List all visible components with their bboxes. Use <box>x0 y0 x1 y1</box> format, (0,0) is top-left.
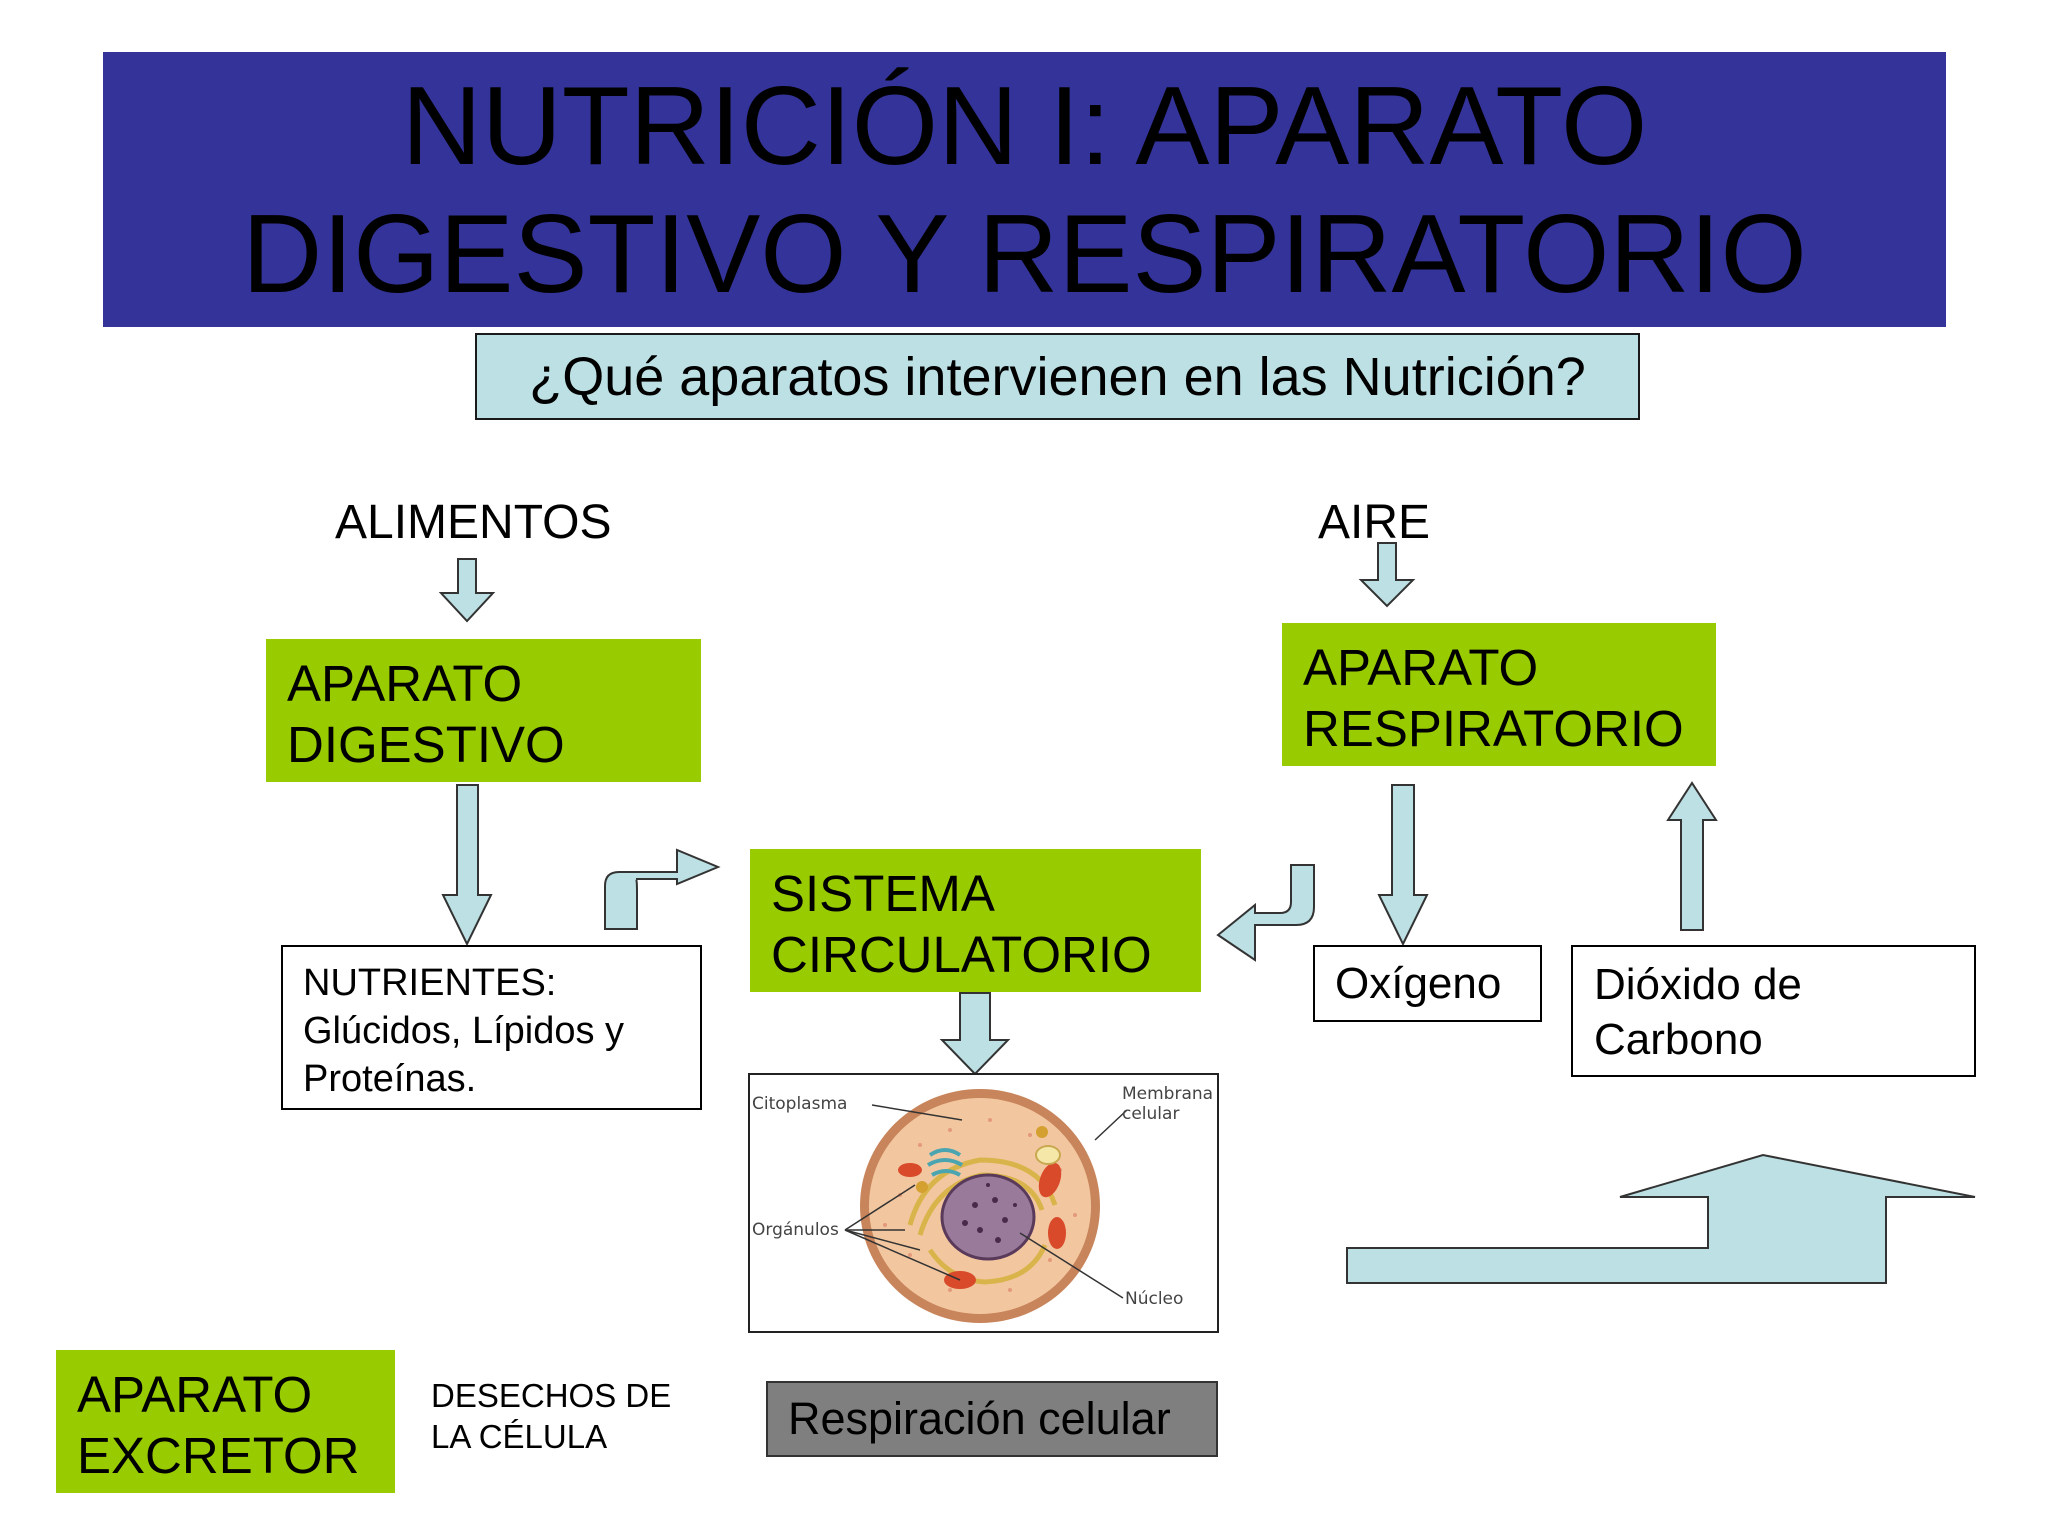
cell-diagram: Citoplasma Membrana celular Orgánulos Nú… <box>748 1073 1219 1333</box>
arrow-oxygen-to-circulatory <box>1218 865 1314 960</box>
excretory-line-1: APARATO <box>77 1364 395 1425</box>
nutrients-line-1: NUTRIENTES: <box>303 959 700 1007</box>
arrow-co2-to-respiratory <box>1668 783 1716 930</box>
circulatory-system-box: SISTEMA CIRCULATORIO <box>750 849 1201 992</box>
digestive-system-box: APARATO DIGESTIVO <box>266 639 701 782</box>
label-membrane-1: Membrana <box>1122 1084 1213 1104</box>
arrow-nutrients-to-circulatory <box>605 850 718 929</box>
excretory-line-2: EXCRETOR <box>77 1425 395 1486</box>
label-cytoplasm: Citoplasma <box>752 1094 847 1114</box>
waste-line-1: DESECHOS DE <box>431 1375 671 1416</box>
oxygen-box: Oxígeno <box>1313 945 1542 1022</box>
label-organelles: Orgánulos <box>752 1220 839 1240</box>
arrow-circulatory-to-cell <box>942 993 1008 1074</box>
cellular-respiration-box: Respiración celular <box>766 1381 1218 1457</box>
excretory-system-box: APARATO EXCRETOR <box>56 1350 395 1493</box>
arrow-food-to-digestive <box>441 559 493 621</box>
digestive-line-1: APARATO <box>287 653 701 714</box>
cell-nucleus <box>942 1175 1034 1259</box>
arrow-digestive-to-nutrients <box>443 785 491 944</box>
respiratory-line-1: APARATO <box>1303 637 1716 698</box>
mitochondrion <box>1048 1217 1066 1249</box>
co2-line-2: Carbono <box>1594 1012 1974 1067</box>
cell-illustration: Citoplasma Membrana celular Orgánulos Nú… <box>750 1075 1217 1331</box>
respiratory-system-box: APARATO RESPIRATORIO <box>1282 623 1716 766</box>
co2-box: Dióxido de Carbono <box>1571 945 1976 1077</box>
arrow-air-to-respiratory <box>1361 543 1413 606</box>
nutrients-box: NUTRIENTES: Glúcidos, Lípidos y Proteína… <box>281 945 702 1110</box>
respiratory-line-2: RESPIRATORIO <box>1303 698 1716 759</box>
label-nucleus: Núcleo <box>1125 1289 1183 1309</box>
circulatory-line-2: CIRCULATORIO <box>771 924 1201 985</box>
waste-label: DESECHOS DE LA CÉLULA <box>431 1375 671 1457</box>
label-membrane-2: celular <box>1122 1104 1179 1124</box>
nutrients-line-2: Glúcidos, Lípidos y <box>303 1007 700 1055</box>
co2-line-1: Dióxido de <box>1594 957 1974 1012</box>
oxygen-label: Oxígeno <box>1335 959 1501 1009</box>
arrow-large-bent <box>1347 1155 1975 1283</box>
mitochondrion <box>898 1163 922 1177</box>
waste-line-2: LA CÉLULA <box>431 1416 671 1457</box>
digestive-line-2: DIGESTIVO <box>287 714 701 775</box>
nutrients-line-3: Proteínas. <box>303 1055 700 1103</box>
arrow-respiratory-to-oxygen <box>1379 785 1427 944</box>
circulatory-line-1: SISTEMA <box>771 863 1201 924</box>
